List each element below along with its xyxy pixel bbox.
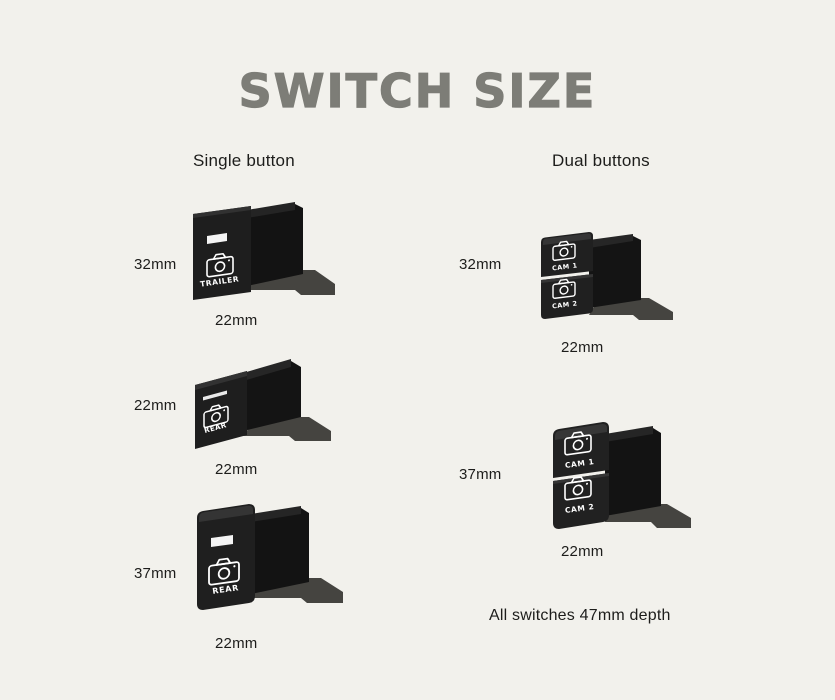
switch-rear-body (243, 361, 301, 431)
measure-height-single-32: 32mm (134, 256, 177, 273)
switch-button-lower[interactable]: CAM 2 (553, 473, 609, 529)
switch-button-upper[interactable]: CAM 1 (541, 232, 593, 277)
camera-icon (206, 252, 234, 278)
measure-height-single-22: 22mm (134, 397, 177, 414)
camera-icon (564, 476, 592, 501)
switch-front-face (197, 504, 255, 610)
switch-face-highlight (193, 206, 251, 218)
column-heading-dual: Dual buttons (552, 151, 650, 170)
switch-button-label: CAM 2 (552, 299, 578, 310)
button-highlight-upper (543, 233, 591, 245)
switch-button-label: CAM 1 (552, 261, 578, 272)
switch-rear-body (251, 508, 309, 594)
led-indicator (207, 233, 227, 244)
switch-rear-body (247, 204, 303, 286)
page-title: SWITCH SIZE (238, 63, 597, 118)
switch-face-highlight (199, 505, 253, 522)
switch-single-37: REAR (185, 500, 365, 625)
switch-top-bevel (251, 506, 301, 522)
button-face-lower (553, 473, 609, 529)
led-indicator (211, 535, 233, 547)
column-heading-single: Single button (193, 151, 295, 170)
measure-width-single-32: 22mm (215, 312, 258, 329)
measure-width-single-37: 22mm (215, 635, 258, 652)
switch-face-highlight (195, 371, 247, 390)
measure-height-dual-32: 32mm (459, 256, 502, 273)
measure-height-dual-37: 37mm (459, 466, 502, 483)
switch-front-face (195, 371, 247, 449)
button-highlight-lower (541, 274, 593, 283)
switch-top-bevel (243, 359, 291, 381)
switch-button-label: CAM 2 (564, 502, 595, 515)
camera-icon (564, 431, 592, 456)
camera-icon (552, 278, 576, 299)
switch-top-bevel (589, 234, 633, 248)
led-indicator (203, 390, 227, 401)
camera-icon (208, 557, 240, 586)
switch-rear-body (605, 428, 661, 516)
switch-top-bevel (605, 426, 653, 442)
footer-note: All switches 47mm depth (489, 607, 671, 624)
measure-width-dual-37: 22mm (561, 543, 604, 560)
switch-dual-32: CAM 1 CAM 2 (533, 228, 708, 338)
switch-button-label: CAM 1 (564, 457, 595, 470)
switch-top-bevel (247, 202, 295, 218)
switch-button-label: REAR (212, 583, 240, 596)
measure-height-single-37: 37mm (134, 565, 177, 582)
switch-button-lower[interactable]: CAM 2 (541, 274, 593, 319)
switch-single-32: TRAILER (185, 198, 360, 313)
measure-width-dual-32: 22mm (561, 339, 604, 356)
camera-icon (552, 240, 576, 261)
switch-rear-body (589, 236, 641, 308)
camera-icon (203, 404, 229, 429)
switch-dual-37: CAM 1 CAM 2 (543, 418, 723, 548)
measure-width-single-22: 22mm (215, 461, 258, 478)
switch-button-upper[interactable]: CAM 1 (553, 422, 609, 478)
switch-single-22: REAR (185, 355, 360, 460)
